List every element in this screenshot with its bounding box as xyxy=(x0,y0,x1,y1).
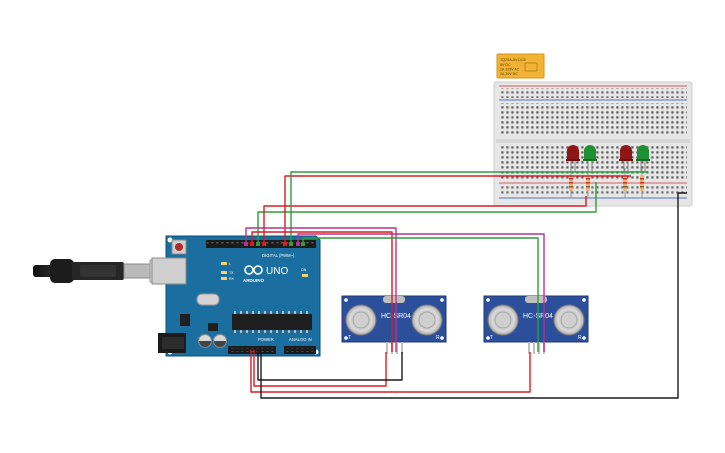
led-l-indicator xyxy=(221,262,227,265)
led-label-tx: TX xyxy=(229,271,234,275)
relay-label-line: 2A 125V AC xyxy=(500,68,520,72)
resistors xyxy=(569,168,644,198)
wires xyxy=(245,171,687,399)
ultrasonic-sensor-2: HC-SR04 T R xyxy=(483,295,589,354)
led-red xyxy=(566,145,580,172)
relay-label-line: TQ2SA-5V-DC5 xyxy=(500,58,526,62)
arduino-board: L TX RX ON UNO ARDUINO DIGITAL (PWM~) PO… xyxy=(151,235,321,357)
power-label: POWER xyxy=(258,337,274,342)
sensor-mark-r: R xyxy=(436,335,440,341)
leds xyxy=(566,145,650,172)
led-label-rx: RX xyxy=(229,277,235,281)
on-label: ON xyxy=(301,268,307,272)
led-green xyxy=(583,145,597,172)
led-tx-indicator xyxy=(221,271,227,274)
wire-red xyxy=(250,350,531,393)
header-pin-ends xyxy=(244,242,305,246)
sensor-mark-r: R xyxy=(578,335,582,341)
wire-black xyxy=(257,350,403,381)
arduino-logo xyxy=(244,265,263,275)
wire-red xyxy=(251,231,393,352)
led-on-indicator xyxy=(302,274,308,277)
wire-red xyxy=(263,196,587,244)
relay: TQ2SA-5V-DC5 5V DC 2A 125V AC 2A 30V DC xyxy=(496,53,545,79)
brand-label: ARDUINO xyxy=(243,278,264,283)
wire-green xyxy=(302,237,539,352)
digital-header-label: DIGITAL (PWM~) xyxy=(262,253,295,258)
wire-black xyxy=(260,192,687,399)
model-label: UNO xyxy=(266,266,288,277)
wire-magenta xyxy=(245,227,397,352)
ultrasonic-sensor-1: HC-SR04 T R xyxy=(341,295,447,354)
sensor-mark-t: T xyxy=(490,335,493,341)
relay-label-line: 5V DC xyxy=(500,63,511,67)
led-red xyxy=(619,145,633,172)
led-rx-indicator xyxy=(221,277,227,280)
wire-green xyxy=(290,171,648,244)
wire-magenta xyxy=(297,233,545,352)
led-green xyxy=(636,145,650,172)
breadboard xyxy=(493,81,693,207)
sensor-mark-t: T xyxy=(348,335,351,341)
wire-red xyxy=(284,175,631,244)
led-label-l: L xyxy=(229,262,231,266)
analog-label: ANALOG IN xyxy=(289,337,312,342)
relay-label-line: 2A 30V DC xyxy=(500,72,518,76)
wire-red xyxy=(253,350,387,387)
